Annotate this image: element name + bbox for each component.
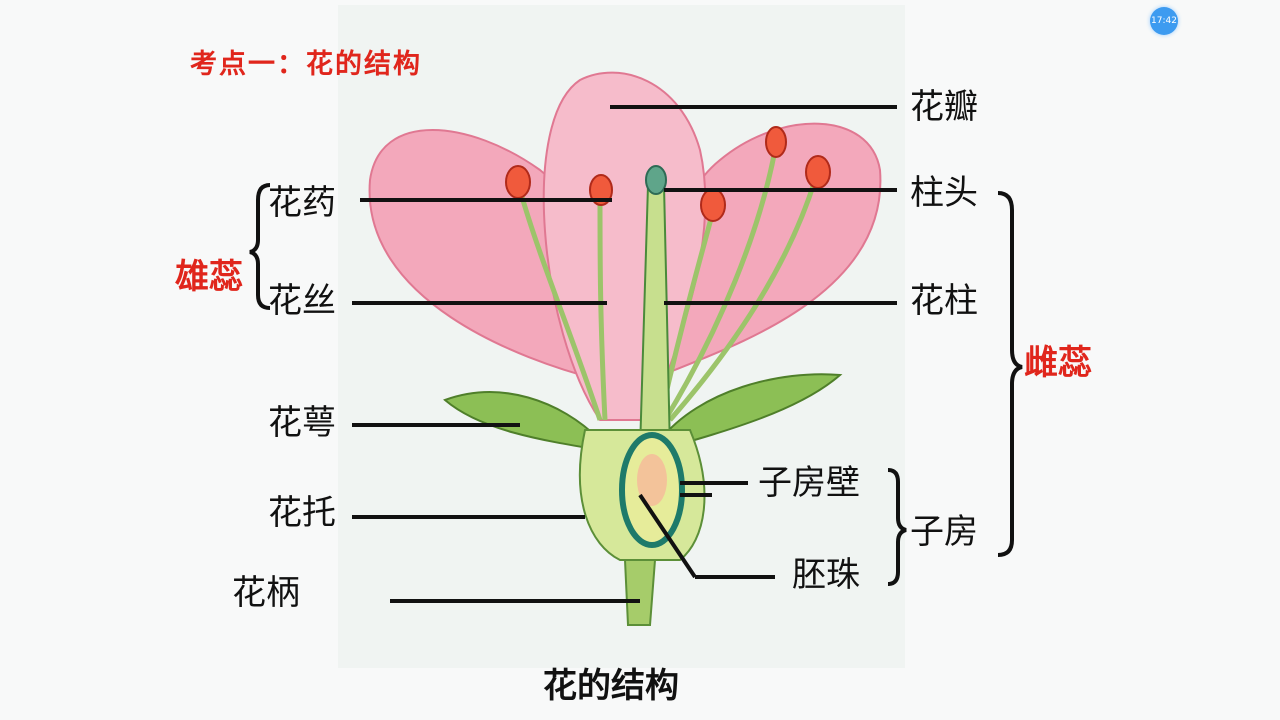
label-style: 花柱 <box>910 281 978 321</box>
braces <box>249 183 1023 586</box>
label-pistil: 雌蕊 <box>1024 343 1092 383</box>
diagram-caption: 花的结构 <box>543 666 679 706</box>
label-filament: 花丝 <box>268 281 336 321</box>
anthers <box>505 126 831 222</box>
label-pedicel: 花柄 <box>232 573 300 613</box>
label-receptacle: 花托 <box>268 493 336 533</box>
leader-lines <box>352 105 897 603</box>
label-ovary: 子房 <box>910 512 978 552</box>
pedicel <box>623 559 657 626</box>
label-stigma: 柱头 <box>910 173 978 213</box>
ovule <box>637 454 667 506</box>
label-sepal: 花萼 <box>268 403 336 443</box>
label-stamen: 雄蕊 <box>175 257 243 297</box>
stigma <box>645 165 667 195</box>
sepal-right <box>659 373 843 452</box>
label-ovary-wall: 子房壁 <box>758 463 860 503</box>
sepal-left <box>443 391 601 452</box>
clock-badge[interactable]: 17:42 <box>1150 7 1178 35</box>
label-ovule: 胚珠 <box>792 555 860 595</box>
label-anther: 花药 <box>268 183 336 223</box>
page-title: 考点一：花的结构 <box>190 49 422 80</box>
label-petal: 花瓣 <box>910 87 978 127</box>
